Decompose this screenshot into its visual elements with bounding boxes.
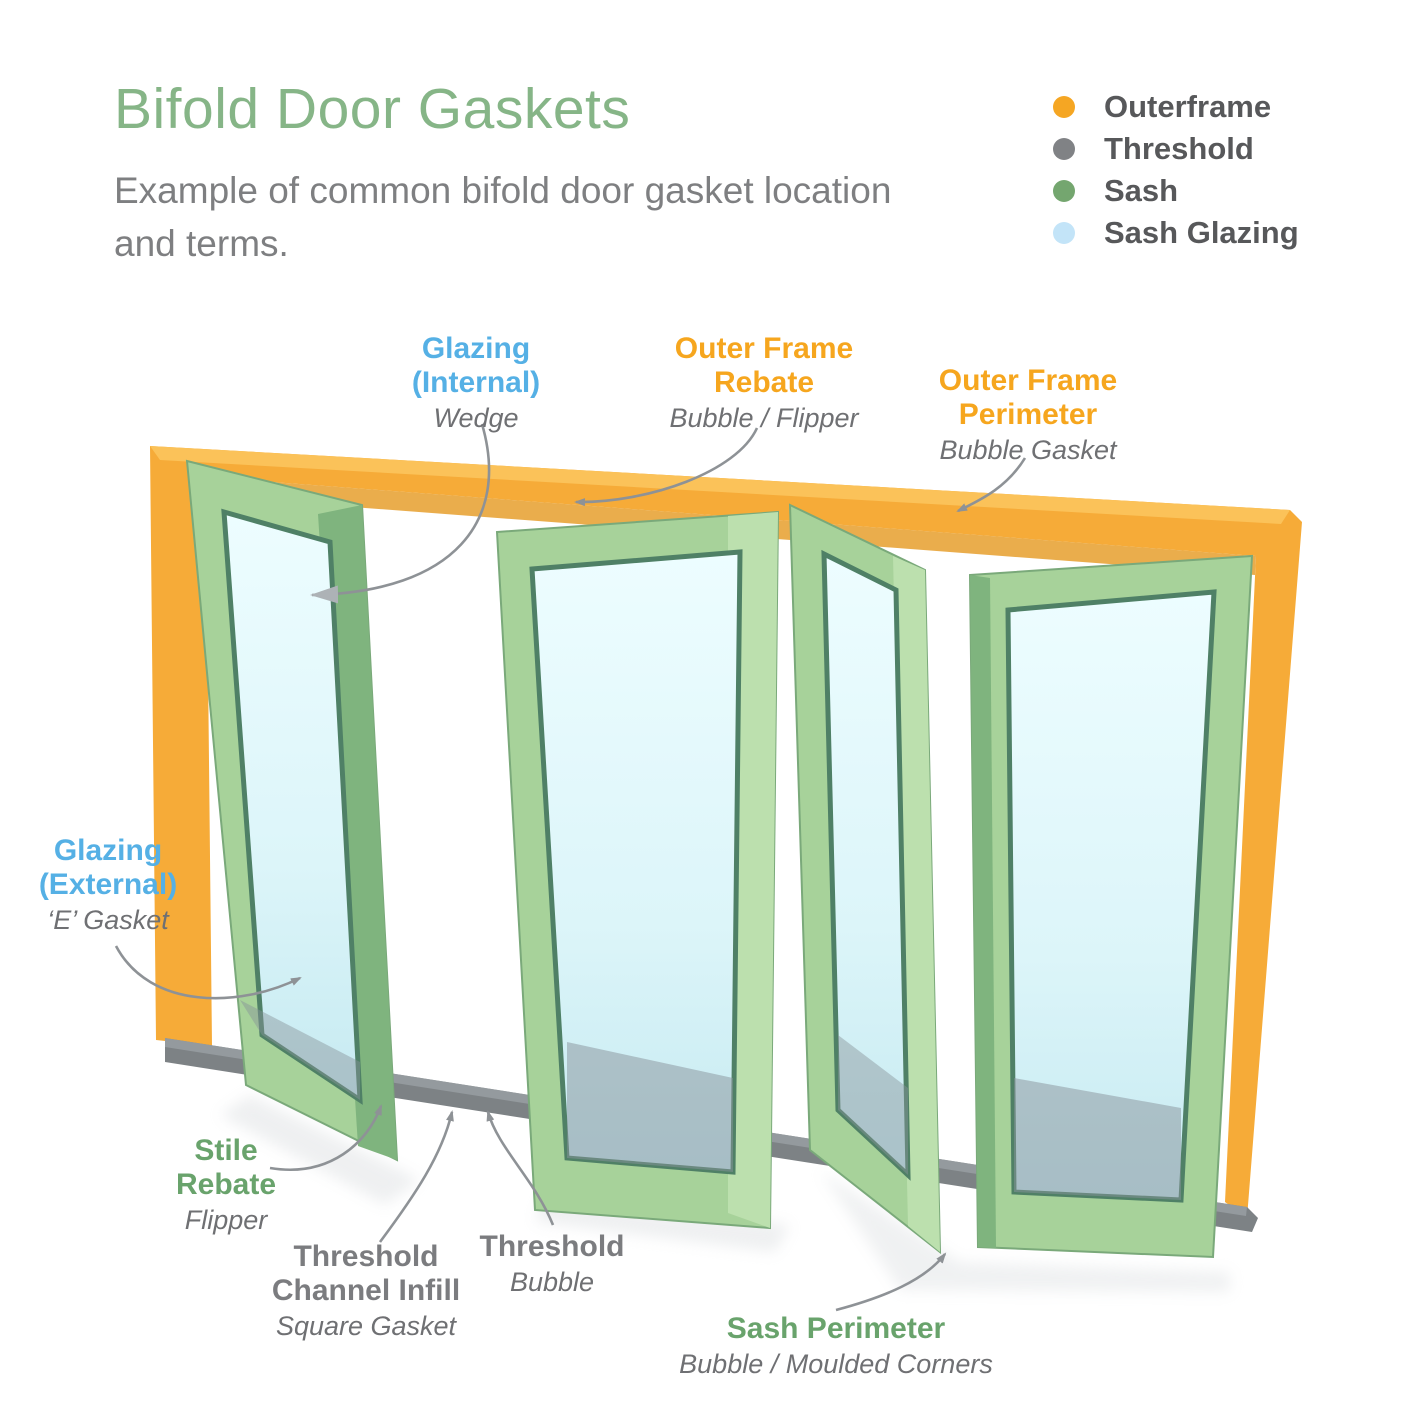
label-sash-perimeter: Sash Perimeter Bubble / Moulded Corners <box>679 1312 993 1379</box>
label-outer-frame-perimeter: Outer Frame Perimeter Bubble Gasket <box>938 364 1118 465</box>
page-subtitle: Example of common bifold door gasket loc… <box>114 170 892 264</box>
sash-glazing-color-dot <box>1053 222 1075 244</box>
sash-4 <box>968 554 1254 1259</box>
arrow-glazing-external <box>114 945 302 1000</box>
legend-item-threshold: Threshold <box>1052 131 1299 166</box>
label-threshold: Threshold Bubble <box>479 1230 625 1297</box>
label-glazing-external: Glazing (External) ‘E’ Gasket <box>38 834 178 935</box>
legend: Outerframe Threshold Sash Sash Glazing <box>1052 89 1299 262</box>
arrow-threshold-bubble <box>486 1110 555 1226</box>
label-glazing-internal: Glazing (Internal) Wedge <box>411 332 541 433</box>
threshold-color-dot <box>1053 138 1075 160</box>
sash-3-glass <box>821 549 911 1181</box>
callout-arrows <box>114 423 1027 1312</box>
sash-3 <box>788 503 942 1255</box>
arrow-sash-perimeter <box>835 1252 947 1312</box>
outerframe-body <box>150 446 1302 1218</box>
legend-item-sash: Sash <box>1052 173 1299 208</box>
page-title: Bifold Door Gaskets <box>114 77 631 141</box>
label-stile-rebate: Stile Rebate Flipper <box>175 1134 277 1235</box>
label-threshold-channel-infill: Threshold Channel Infill Square Gasket <box>271 1240 461 1341</box>
arrow-threshold-channel <box>378 1110 454 1243</box>
arrow-outer-frame-rebate <box>574 427 759 507</box>
legend-label: Sash Glazing <box>1104 215 1299 250</box>
legend-label: Threshold <box>1104 131 1254 166</box>
sash-1 <box>185 459 399 1162</box>
legend-item-outerframe: Outerframe <box>1052 89 1299 124</box>
arrow-glazing-internal <box>310 423 491 604</box>
sash-1-glass <box>221 508 363 1105</box>
outerframe-color-dot <box>1053 96 1075 118</box>
sash-color-dot <box>1053 180 1075 202</box>
legend-label: Outerframe <box>1104 89 1272 124</box>
arrow-outer-frame-perimeter <box>956 457 1027 513</box>
sash-2 <box>495 510 780 1230</box>
arrow-stile-rebate <box>269 1104 383 1171</box>
legend-label: Sash <box>1104 173 1179 208</box>
outerframe-top-highlight <box>150 446 1290 524</box>
label-outer-frame-rebate: Outer Frame Rebate Bubble / Flipper <box>669 332 859 433</box>
legend-item-sash-glazing: Sash Glazing <box>1052 215 1299 250</box>
